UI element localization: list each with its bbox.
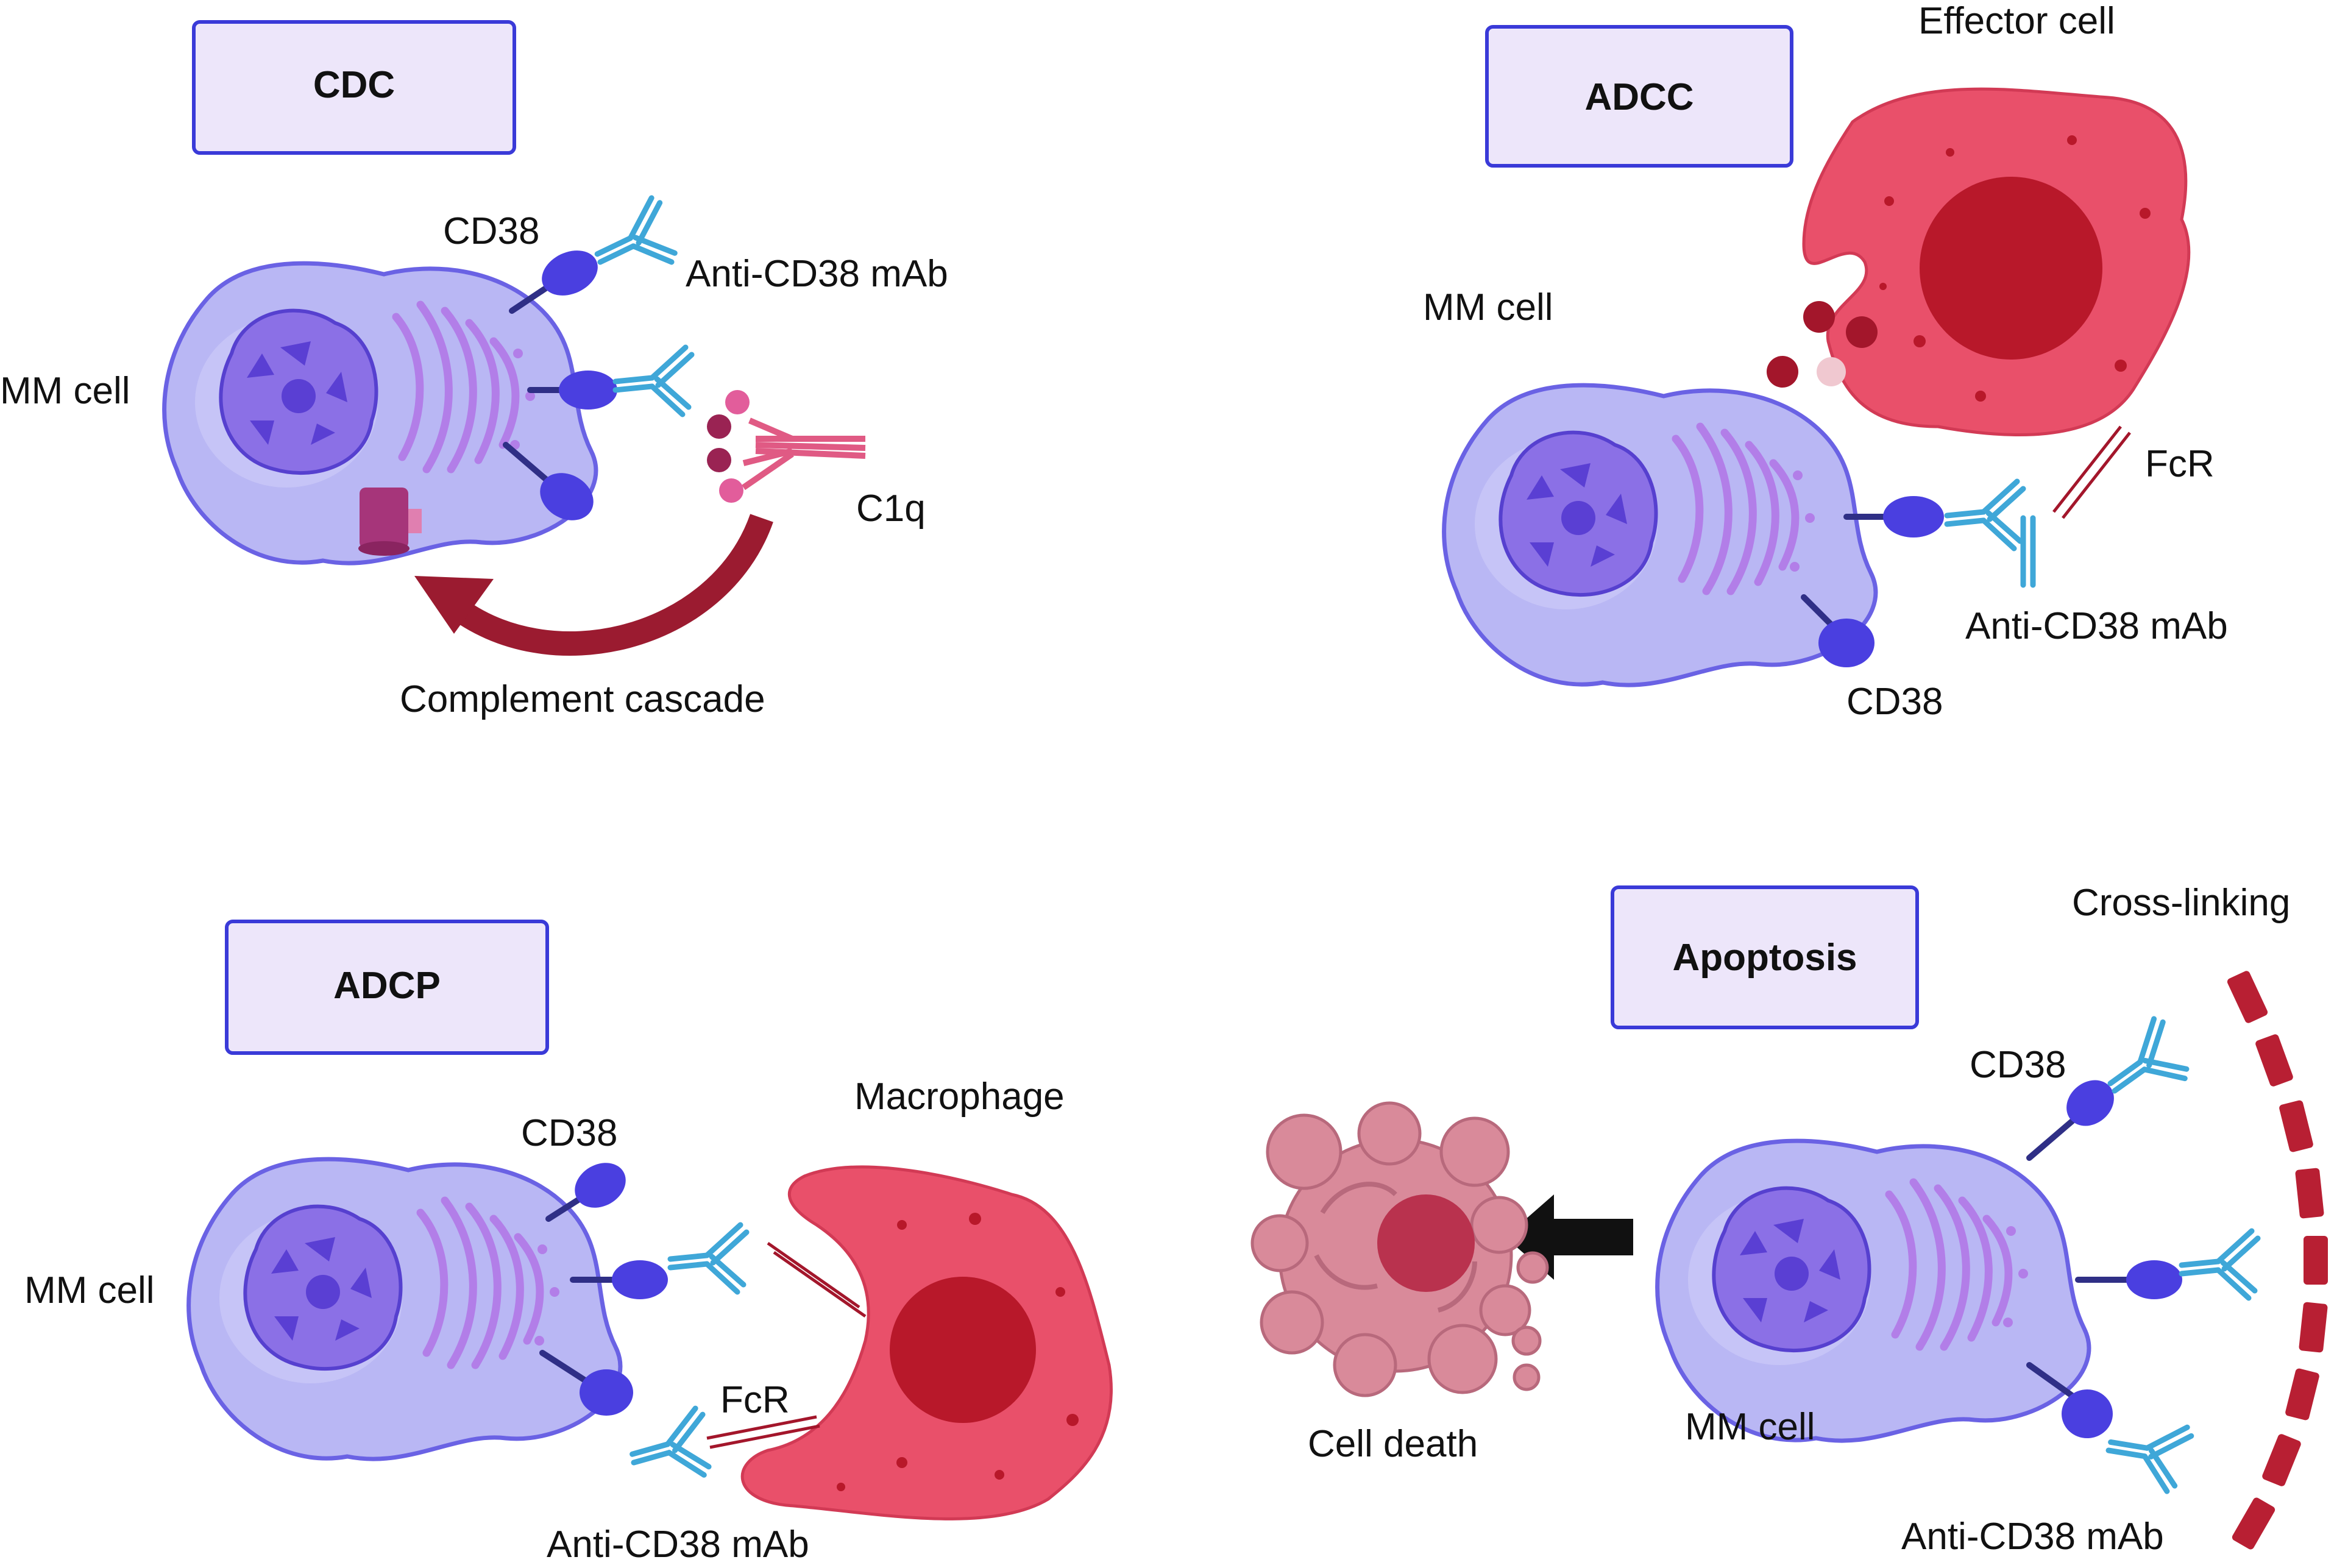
panel-cdc: CDC MM cell CD38 Anti-CD38 mAb C1q: [0, 20, 948, 720]
cdc-cd38-receptor-3: [540, 473, 594, 520]
adcp-fcr-1: [767, 1241, 860, 1309]
apoptosis-cd38-receptor-1: [2066, 1080, 2114, 1126]
panel-apoptosis: Apoptosis Cross-linking CD38 MM cell Ant…: [1250, 882, 2328, 1558]
apoptosis-cd38-receptor-3: [2062, 1389, 2113, 1438]
macrophage: [740, 1165, 1113, 1520]
cdc-title-box: [192, 20, 516, 155]
adcp-antibody-label: Anti-CD38 mAb: [547, 1524, 809, 1566]
adcp-antibody-2: [626, 1407, 713, 1486]
adcp-fcr-2: [706, 1415, 817, 1440]
adcp-mm-cell: [189, 1159, 620, 1459]
cdc-antibody-label: Anti-CD38 mAb: [686, 253, 948, 295]
cdc-antibody-1: [586, 196, 680, 285]
apoptosis-title: Apoptosis: [1672, 937, 1857, 979]
complement-cascade-arrowhead: [414, 576, 494, 634]
adcc-mm-cell: [1444, 385, 1876, 685]
crosslinking-chain: [2227, 971, 2328, 1550]
adcp-cd38-receptor-2: [612, 1260, 668, 1299]
adcp-antibody-1: [670, 1225, 747, 1292]
apoptosis-cd38-receptor-2: [2126, 1260, 2182, 1299]
adcp-cd38-receptor-1: [575, 1163, 626, 1208]
adcc-fcr-label: FcR: [2145, 443, 2215, 485]
adcp-cd38-receptor-3: [580, 1369, 633, 1416]
effector-cell-label: Effector cell: [1918, 0, 2115, 42]
complement-cascade-arrow: [443, 514, 773, 656]
adcc-antibody-label: Anti-CD38 mAb: [1965, 605, 2228, 647]
c1q-complex: [707, 390, 866, 503]
panel-adcp: ADCP MM cell CD38 Macrophage F: [24, 920, 1113, 1566]
apoptosis-cd38-label: CD38: [1970, 1044, 2066, 1086]
cell-death-label: Cell death: [1308, 1423, 1478, 1465]
adcc-cd38-label: CD38: [1846, 681, 1943, 723]
adcc-fcr: [2052, 425, 2122, 513]
adcc-title: ADCC: [1584, 76, 1694, 118]
adcc-antibody: [1947, 481, 2023, 548]
c1q-label: C1q: [856, 488, 926, 530]
adcp-cd38-label: CD38: [521, 1112, 618, 1154]
cdc-antibody-2: [615, 347, 692, 414]
cdc-cd38-receptor-2: [559, 371, 617, 410]
crosslinking-label: Cross-linking: [2072, 882, 2290, 924]
macrophage-label: Macrophage: [854, 1076, 1065, 1118]
adcp-fcr-label: FcR: [720, 1379, 790, 1421]
cdc-cd38-label: CD38: [443, 210, 540, 252]
apoptosis-mm-cell-label: MM cell: [1685, 1406, 1815, 1448]
adcc-title-box: [1485, 25, 1793, 168]
adcp-mm-cell-label: MM cell: [24, 1269, 155, 1311]
cdc-cd38-receptor-1: [542, 250, 598, 296]
dead-cell: [1250, 1101, 1549, 1397]
adcc-mm-cell-label: MM cell: [1423, 286, 1553, 328]
adcp-title: ADCP: [333, 965, 441, 1007]
apoptosis-mm-cell: [1658, 1141, 2089, 1441]
apoptosis-title-box: [1611, 885, 1919, 1029]
complement-cascade-label: Complement cascade: [400, 678, 765, 720]
adcc-cd38-receptor-1: [1883, 496, 1944, 537]
panel-adcc: ADCC Effector cell MM cell: [1423, 0, 2228, 723]
apoptosis-antibody-3: [2102, 1409, 2193, 1494]
effector-cell: [1802, 87, 2191, 436]
cdc-title: CDC: [313, 64, 395, 106]
apoptosis-antibody-2: [2182, 1231, 2258, 1298]
adcc-cd38-receptor-2: [1818, 619, 1874, 667]
adcp-title-box: [225, 920, 549, 1055]
cdc-mm-cell-label: MM cell: [0, 370, 130, 412]
apoptosis-antibody-label: Anti-CD38 mAb: [1901, 1516, 2164, 1558]
membrane-attack-complex-icon: [358, 488, 422, 556]
